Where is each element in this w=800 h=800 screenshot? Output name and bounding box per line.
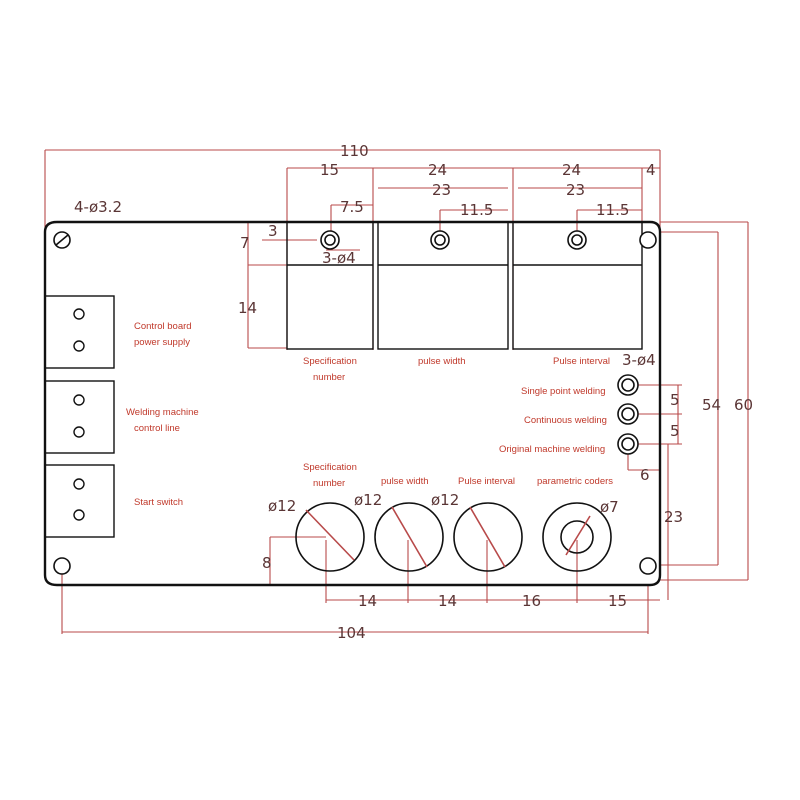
dim-14-left: 14	[238, 299, 257, 317]
knob-parametric-coder	[542, 502, 612, 572]
dim-15-bottom: 15	[608, 592, 627, 610]
dimension-values: 110 15 24 24 4 23 23 7.5 11.5 11.5 4-ø3.…	[74, 142, 753, 642]
dim-11-5a: 11.5	[460, 201, 493, 219]
label-welding-machine: Welding machine	[126, 407, 199, 418]
display-pulse-width	[377, 221, 509, 350]
dim-3-holes-4: 3-ø4	[322, 249, 356, 267]
dim-5a: 5	[670, 391, 680, 409]
dim-4-holes: 4-ø3.2	[74, 198, 122, 216]
dim-23-right: 23	[664, 508, 683, 526]
dim-110: 110	[340, 142, 369, 160]
dim-phi-12a: ø12	[268, 497, 296, 515]
dim-4: 4	[646, 161, 656, 179]
terminal-block-power	[44, 295, 115, 369]
mode-switches	[617, 374, 639, 455]
mounting-hole-bottom-right	[639, 557, 657, 575]
label-control-line: control line	[134, 423, 180, 434]
dim-16: 16	[522, 592, 541, 610]
dim-60: 60	[734, 396, 753, 414]
terminal-block-control	[44, 380, 115, 454]
display-specification-number	[286, 221, 374, 350]
dim-24a: 24	[428, 161, 447, 179]
terminal-block-start	[44, 464, 115, 538]
dim-phi-12b: ø12	[354, 491, 382, 509]
label-spec-number-top-2: number	[313, 372, 345, 383]
label-spec-number-knob: Specification	[303, 462, 357, 473]
knobs	[295, 502, 612, 572]
dim-7: 7	[240, 234, 250, 252]
label-original-machine: Original machine welding	[499, 444, 605, 455]
label-pulse-interval-knob: Pulse interval	[458, 476, 515, 487]
terminal-blocks	[44, 295, 115, 538]
label-spec-number-knob-2: number	[313, 478, 345, 489]
knob-specification-number	[295, 502, 365, 572]
dim-24b: 24	[562, 161, 581, 179]
label-pulse-interval-top: Pulse interval	[553, 356, 610, 367]
label-pulse-width-knob: pulse width	[381, 476, 429, 487]
dim-3: 3	[268, 222, 278, 240]
board-outline	[43, 220, 662, 587]
dim-6: 6	[640, 466, 650, 484]
dim-23b: 23	[566, 181, 585, 199]
mounting-holes	[53, 230, 657, 575]
dim-14a: 14	[358, 592, 377, 610]
label-control-board: Control board	[134, 321, 192, 332]
label-start-switch: Start switch	[134, 497, 183, 508]
component-labels: Control board power supply Welding machi…	[126, 321, 613, 508]
label-single-point: Single point welding	[521, 386, 606, 397]
dim-phi-12c: ø12	[431, 491, 459, 509]
dim-54: 54	[702, 396, 721, 414]
label-power-supply: power supply	[134, 337, 190, 348]
display-pulse-interval	[512, 221, 643, 350]
label-pulse-width-top: pulse width	[418, 356, 466, 367]
dim-7-5: 7.5	[340, 198, 364, 216]
mounting-hole-bottom-left	[53, 557, 71, 575]
knob-pulse-width	[374, 502, 444, 572]
display-modules	[286, 221, 643, 350]
knob-pulse-interval	[453, 502, 523, 572]
label-parametric-coders: parametric coders	[537, 476, 613, 487]
label-spec-number-top: Specification	[303, 356, 357, 367]
dim-104: 104	[337, 624, 366, 642]
dim-11-5b: 11.5	[596, 201, 629, 219]
dim-phi-7: ø7	[600, 498, 619, 516]
dim-5b: 5	[670, 422, 680, 440]
dim-3-holes-4-right: 3-ø4	[622, 351, 656, 369]
dim-14b: 14	[438, 592, 457, 610]
mounting-hole-top-right	[639, 231, 657, 249]
dim-23a: 23	[432, 181, 451, 199]
dim-15: 15	[320, 161, 339, 179]
dim-8: 8	[262, 554, 272, 572]
label-continuous: Continuous welding	[524, 415, 607, 426]
